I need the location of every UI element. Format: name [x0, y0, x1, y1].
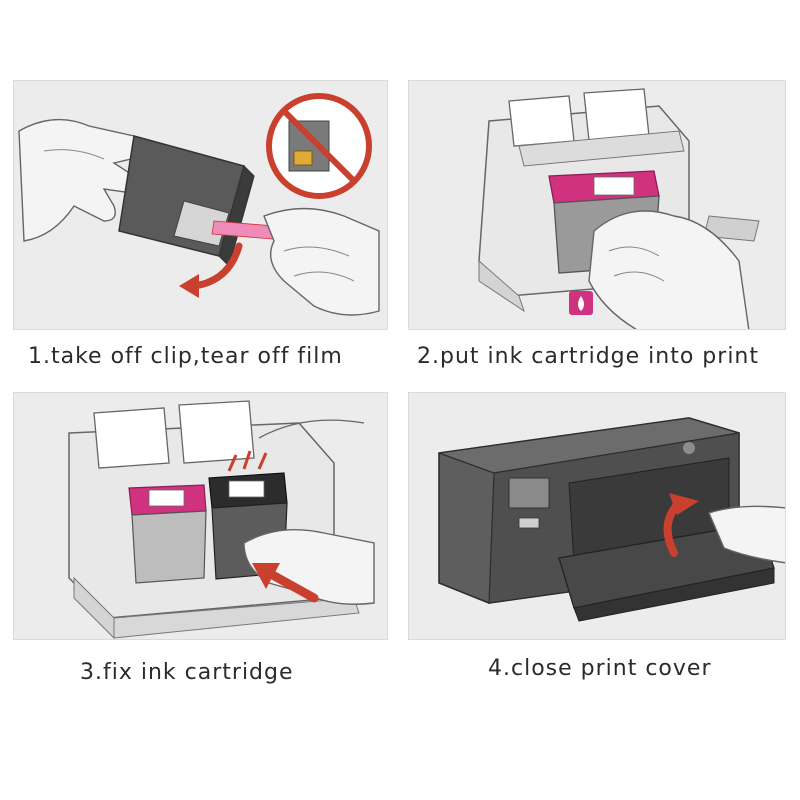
step-3-illustration: [13, 392, 388, 640]
fix-cartridge-drawing: [68, 400, 375, 639]
insert-cartridge-drawing: [478, 88, 760, 329]
prohibition-sign-icon: [266, 93, 372, 199]
step-1-caption: 1.take off clip,tear off film: [28, 344, 343, 369]
step-2-illustration: [408, 80, 786, 330]
step-3-caption: 3.fix ink cartridge: [80, 660, 294, 685]
close-cover-drawing: [438, 417, 785, 622]
color-cartridge-icon: [128, 484, 207, 584]
peel-direction-arrow-icon: [179, 242, 243, 298]
step-4-illustration: [408, 392, 786, 640]
step-4-caption: 4.close print cover: [488, 656, 712, 681]
close-cover-arrow-icon: [663, 493, 699, 557]
step-1-illustration: [13, 80, 388, 330]
push-direction-arrow-icon: [252, 563, 319, 603]
click-marks-icon: [227, 450, 268, 472]
peel-film-drawing: [18, 93, 380, 316]
film-tape-icon: [211, 220, 275, 240]
cartridge-icon: [118, 135, 255, 268]
step-2-caption: 2.put ink cartridge into print: [417, 344, 759, 369]
